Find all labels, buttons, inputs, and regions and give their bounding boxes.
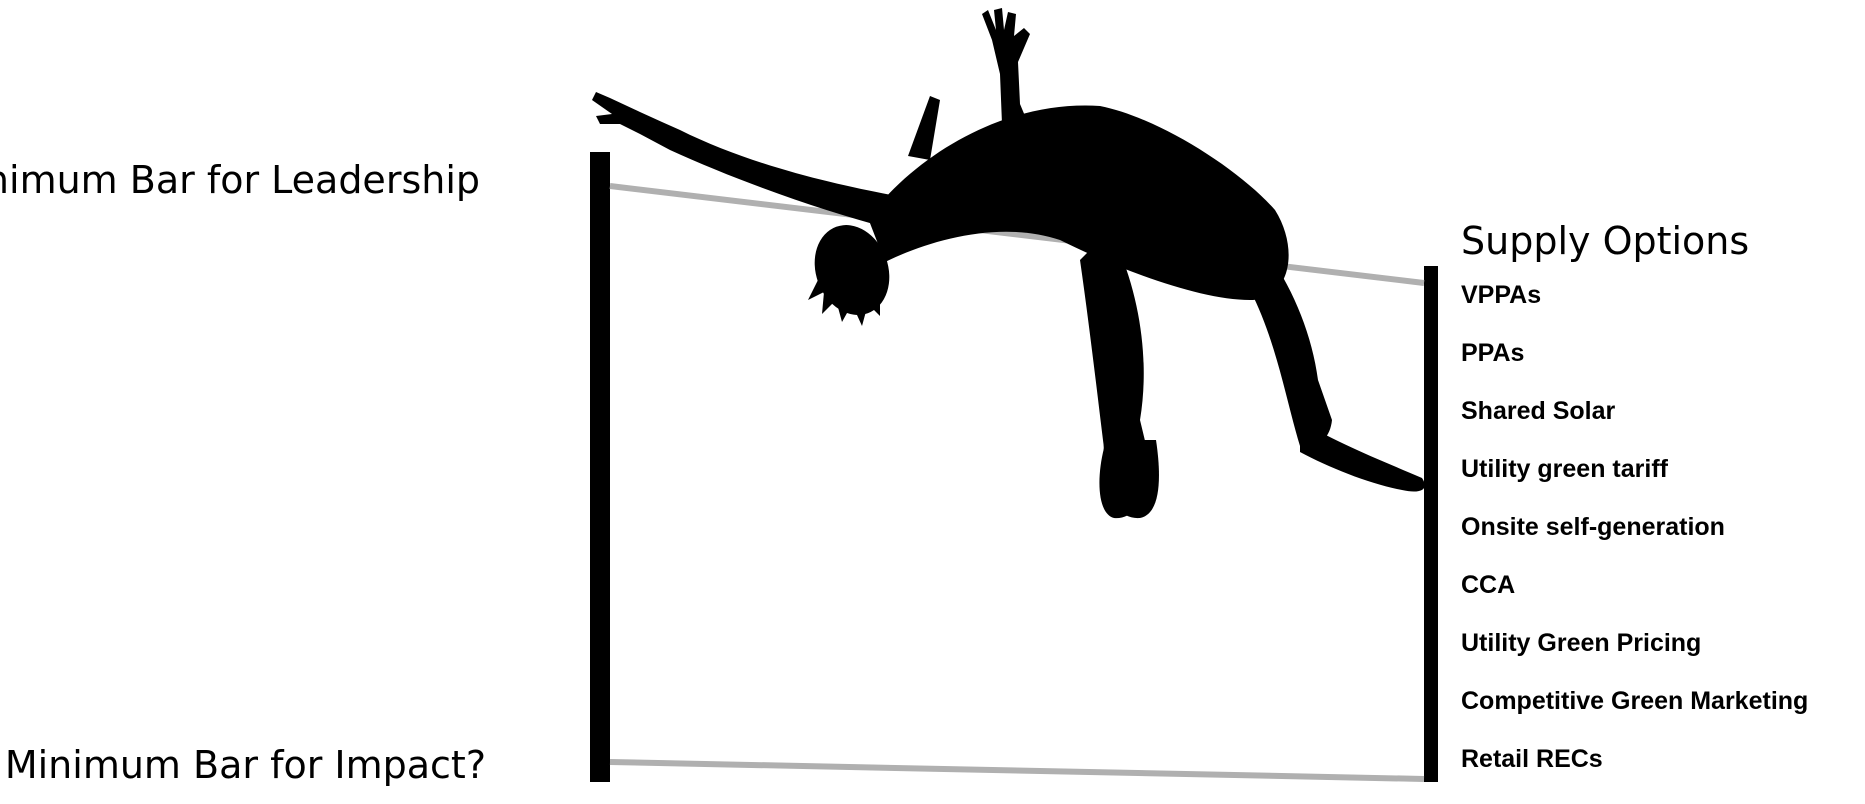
supply-option: Utility Green Pricing — [1461, 630, 1861, 688]
supply-option: Onsite self-generation — [1461, 514, 1861, 572]
supply-option: Shared Solar — [1461, 398, 1861, 456]
supply-option: Retail RECs — [1461, 746, 1861, 804]
left-post — [590, 152, 610, 782]
supply-option: Utility green tariff — [1461, 456, 1861, 514]
supply-options-panel: Supply Options VPPAs PPAs Shared Solar U… — [1461, 222, 1861, 804]
supply-option: CCA — [1461, 572, 1861, 630]
right-post — [1424, 266, 1438, 782]
supply-option: Competitive Green Marketing — [1461, 688, 1861, 746]
supply-option: VPPAs — [1461, 282, 1861, 340]
supply-options-list: VPPAs PPAs Shared Solar Utility green ta… — [1461, 282, 1861, 804]
high-jumper-silhouette-icon — [592, 8, 1425, 518]
supply-options-title: Supply Options — [1461, 222, 1861, 260]
supply-option: PPAs — [1461, 340, 1861, 398]
impact-bar — [610, 762, 1424, 779]
